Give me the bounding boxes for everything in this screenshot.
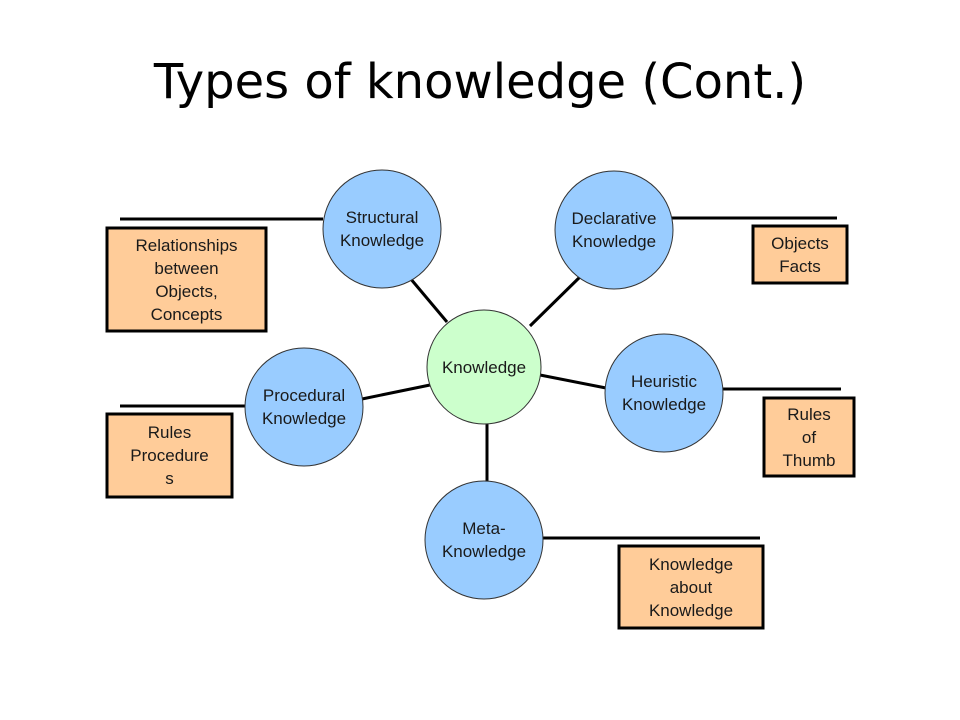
procedural-box-label-line: Rules (147, 423, 192, 442)
heuristic-box (762, 396, 856, 478)
heuristic-box-label-line: Thumb (782, 450, 836, 470)
structural-box-label-line: Relationships (135, 235, 238, 255)
heuristic-box-label-line: of (801, 427, 817, 447)
boxes (105, 224, 856, 630)
meta-node-label-line: Knowledge (441, 542, 527, 561)
structural-box-label-line: Concepts (150, 304, 223, 324)
heuristic-node-label-line: Heuristic (630, 372, 698, 391)
procedural-box-label-line: s (165, 469, 174, 488)
heuristic-spoke (539, 373, 607, 390)
procedural-node-label-line: Knowledge (261, 409, 347, 428)
connectors (120, 216, 841, 540)
heuristic-node-circle (604, 333, 724, 453)
meta-node-circle (424, 480, 544, 600)
center-node-label-line: Knowledge (441, 357, 527, 377)
procedural-spoke (361, 383, 431, 401)
procedural-node-label-line: Procedural (262, 386, 346, 405)
structural-node-circle (322, 169, 442, 289)
declarative-box-label-line: Objects (771, 233, 829, 253)
declarative-node-circle (554, 170, 674, 290)
structural-box (105, 226, 268, 333)
circles (244, 169, 724, 600)
structural-box-label-line: between (154, 258, 219, 278)
structural-box-label-line: Objects, (155, 281, 218, 301)
meta-node-label-line: Meta- (462, 519, 506, 538)
declarative-box-label-line: Facts (779, 256, 821, 276)
declarative-node-label-line: Declarative (571, 209, 657, 228)
declarative-spoke (528, 270, 587, 328)
meta-box-label-line: Knowledge (648, 600, 734, 620)
meta-box-label-line: Knowledge (648, 554, 734, 574)
heuristic-node-label-line: Knowledge (621, 395, 707, 414)
structural-node-label-line: Knowledge (339, 231, 425, 250)
meta-box (617, 544, 765, 630)
structural-node-label-line: Structural (345, 208, 419, 227)
declarative-box (751, 224, 849, 285)
slide-title: Types of knowledge (Cont.) (153, 54, 807, 110)
center-node-circle (426, 309, 542, 425)
structural-spoke (408, 277, 449, 323)
center-node-label: Knowledge (427, 310, 541, 424)
meta-node-label: Meta- Knowledge (425, 481, 543, 599)
procedural-box (105, 412, 234, 499)
procedural-node-circle (244, 347, 364, 467)
declarative-node-label-line: Knowledge (571, 232, 657, 251)
heuristic-box-label-line: Rules (787, 404, 831, 424)
meta-box-label-line: about (669, 577, 713, 597)
procedural-box-label-line: Procedure (130, 446, 209, 465)
